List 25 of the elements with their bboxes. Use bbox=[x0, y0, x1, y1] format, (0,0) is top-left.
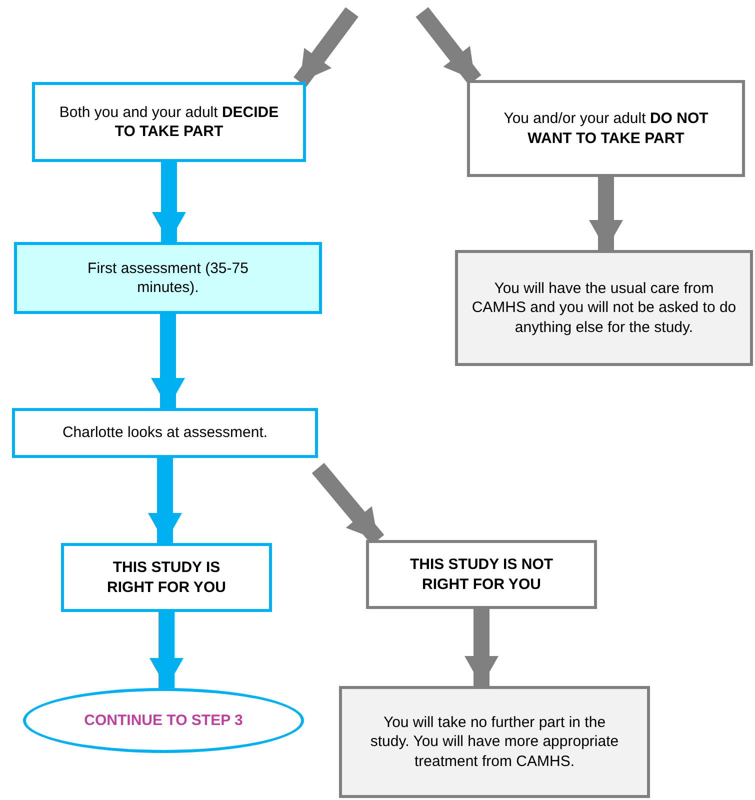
node-text: You will take no further part in the study. You will have more appropriate treatment from CAMHS. bbox=[369, 712, 620, 772]
node-text: THIS STUDY IS NOT RIGHT FOR YOU bbox=[408, 555, 554, 594]
node-text: THIS STUDY IS RIGHT FOR YOU bbox=[106, 558, 227, 597]
process-box bbox=[32, 82, 306, 162]
outcome-box bbox=[339, 686, 650, 798]
block-arrow bbox=[416, 7, 482, 85]
process-box bbox=[467, 80, 745, 177]
decision-box bbox=[366, 540, 597, 609]
decision-box bbox=[61, 543, 272, 612]
block-arrow bbox=[152, 162, 186, 242]
block-arrow bbox=[148, 458, 182, 543]
block-arrow bbox=[150, 612, 184, 688]
block-arrow bbox=[589, 177, 623, 250]
node-text: CONTINUE TO STEP 3 bbox=[84, 710, 243, 730]
process-box bbox=[14, 242, 322, 314]
block-arrow bbox=[151, 314, 185, 408]
node-text: You will have the usual care from CAMHS and you will not be asked to do anything else for the study. bbox=[470, 278, 738, 338]
node-text: Both you and your adult DECIDE TO TAKE PART bbox=[59, 102, 279, 142]
node-text: Charlotte looks at assessment. bbox=[62, 423, 268, 443]
node-text: You and/or your adult DO NOT WANT TO TAKE PART bbox=[502, 109, 710, 148]
block-arrow bbox=[464, 609, 498, 686]
block-arrow bbox=[294, 7, 358, 87]
node-text: First assessment (35-75 minutes). bbox=[86, 258, 250, 298]
process-box bbox=[12, 408, 318, 458]
outcome-box bbox=[455, 250, 753, 366]
